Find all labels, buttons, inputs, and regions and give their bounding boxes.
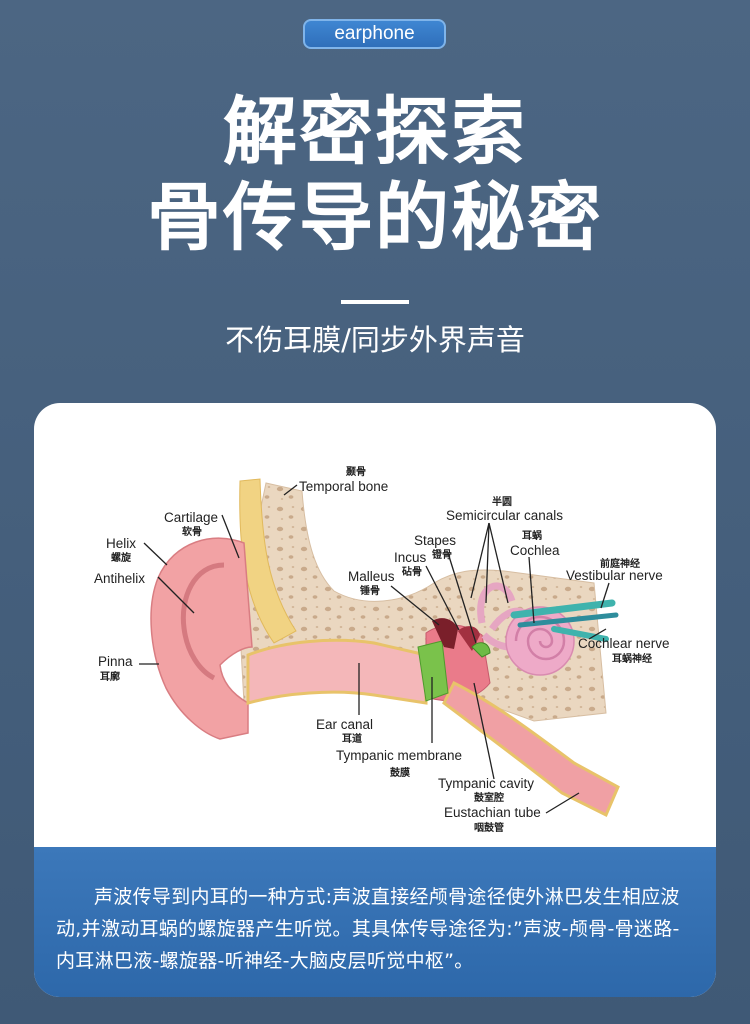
label-cartilage: Cartilage (164, 510, 218, 525)
label-antihelix: Antihelix (94, 571, 145, 586)
label-cochlea-cn: 耳蜗 (522, 529, 542, 542)
label-tympanic-membrane: Tympanic membrane (336, 748, 462, 763)
label-semicircular-cn: 半圆 (492, 495, 512, 508)
ear-anatomy-diagram: 颞骨 Temporal bone Cartilage 软骨 Helix 螺旋 A… (94, 466, 670, 834)
label-eustachian-cn: 咽鼓管 (474, 821, 504, 834)
label-vestibular-cn: 前庭神经 (600, 557, 640, 570)
label-pinna-cn: 耳廓 (100, 670, 120, 683)
label-stapes: Stapes (414, 533, 456, 548)
title-line-2: 骨传导的秘密 (147, 175, 603, 261)
earphone-tag: earphone (303, 19, 446, 49)
label-cochlear-nerve-cn: 耳蜗神经 (612, 652, 652, 665)
title-divider (341, 300, 409, 304)
leader-lines (139, 484, 610, 814)
label-vestibular: Vestibular nerve (566, 568, 663, 583)
label-temporal-bone: Temporal bone (299, 479, 388, 494)
label-helix-cn: 螺旋 (111, 551, 132, 564)
tympanic-membrane-shape (417, 640, 449, 702)
label-semicircular: Semicircular canals (446, 508, 563, 523)
label-temporal-bone-cn: 颞骨 (345, 466, 366, 478)
label-eustachian: Eustachian tube (444, 805, 541, 820)
label-tympanic-cavity-cn: 鼓室腔 (474, 791, 504, 804)
label-stapes-cn: 镫骨 (432, 548, 452, 561)
antihelix-shape (180, 562, 225, 681)
label-ear-canal-cn: 耳道 (342, 732, 362, 745)
label-tympanic-cavity: Tympanic cavity (438, 776, 534, 791)
title-line-1: 解密探索 (223, 89, 527, 175)
label-incus: Incus (394, 550, 427, 565)
label-ear-canal: Ear canal (316, 717, 373, 732)
label-cartilage-cn: 软骨 (182, 525, 202, 538)
eustachian-tube-shape (442, 680, 620, 818)
label-incus-cn: 砧骨 (401, 565, 422, 578)
label-cochlea: Cochlea (510, 543, 560, 558)
malleus-shape (432, 618, 458, 649)
label-helix: Helix (106, 536, 136, 551)
label-malleus-cn: 锤骨 (360, 584, 380, 597)
description-panel: 声波传导到内耳的一种方式:声波直接经颅骨途径使外淋巴发生相应波动,并激动耳蜗的螺… (34, 847, 716, 997)
stapes-shape (471, 642, 491, 658)
label-tympanic-membrane-cn: 鼓膜 (390, 766, 410, 779)
label-cochlear-nerve: Cochlear nerve (578, 636, 670, 651)
description-text: 声波传导到内耳的一种方式:声波直接经颅骨途径使外淋巴发生相应波动,并激动耳蜗的螺… (56, 886, 680, 972)
auditory-nerves-shape (510, 599, 619, 642)
pinna-shape (150, 537, 253, 740)
ear-canal-shape (246, 638, 428, 705)
subtitle: 不伤耳膜/同步外界声音 (225, 323, 525, 357)
label-malleus: Malleus (348, 569, 395, 584)
label-pinna: Pinna (98, 654, 133, 669)
ear-diagram-card: 颞骨 Temporal bone Cartilage 软骨 Helix 螺旋 A… (34, 403, 716, 997)
